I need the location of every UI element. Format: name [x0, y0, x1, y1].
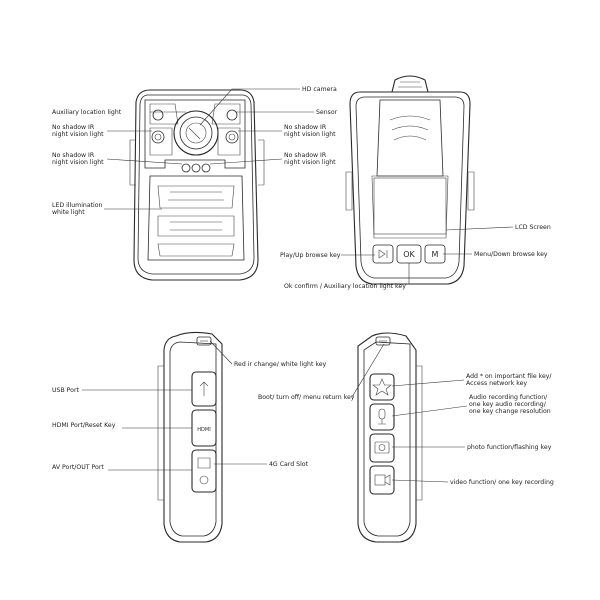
label-usb: USB Port: [52, 387, 80, 394]
label-add-b: Access network key: [466, 380, 527, 387]
left-side-view: HDMI: [157, 331, 223, 543]
label-led-a: LED illumination: [52, 202, 103, 209]
label-hdmi: HDMI Port/Reset Key: [52, 422, 116, 429]
label-video: video function/ one key recording: [450, 479, 554, 486]
label-ir-right-1a: No shadow IR: [284, 124, 327, 131]
label-add-a: Add * on important file key/: [466, 373, 552, 380]
hdmi-port-mark: HDMI: [197, 427, 210, 433]
label-lcd: LCD Screen: [515, 224, 551, 231]
label-photo: photo function/flashing key: [467, 444, 552, 451]
label-menu-down: Menu/Down browse key: [474, 251, 548, 258]
label-red-ir: Red ir change/ white light key: [234, 361, 327, 368]
label-boot: Boot/ turn off/ menu return key: [258, 394, 355, 401]
label-aux-light: Auxiliary location light: [52, 109, 122, 116]
label-ir-left-2a: No shadow IR: [52, 152, 95, 159]
back-view: OK M: [345, 75, 475, 285]
label-audio-c: one key change resolution: [469, 408, 551, 415]
label-ir-left-1a: No shadow IR: [52, 124, 95, 131]
label-hd-camera: HD camera: [302, 86, 337, 93]
label-play-up: Play/Up browse key: [280, 252, 341, 259]
m-key-text: M: [432, 250, 439, 259]
label-ir-right-2b: night vision light: [284, 159, 336, 166]
ok-key-text: OK: [403, 250, 415, 259]
right-side-view: [357, 332, 423, 543]
label-ir-left-1b: night vision light: [52, 131, 104, 138]
label-card: 4G Card Slot: [269, 461, 309, 468]
label-audio-b: one key audio recording/: [469, 401, 547, 408]
label-audio-a: Audio recording function/: [469, 394, 548, 401]
front-view: [129, 89, 265, 281]
label-led-b: white light: [52, 209, 85, 216]
label-av: AV Port/OUT Port: [52, 464, 104, 471]
label-ir-left-2b: night vision light: [52, 159, 104, 166]
label-ir-right-1b: night vision light: [284, 131, 336, 138]
label-sensor: Sensor: [316, 109, 338, 116]
label-ir-right-2a: No shadow IR: [284, 152, 327, 159]
label-ok-confirm: Ok confirm / Auxiliary location light ke…: [284, 283, 406, 290]
